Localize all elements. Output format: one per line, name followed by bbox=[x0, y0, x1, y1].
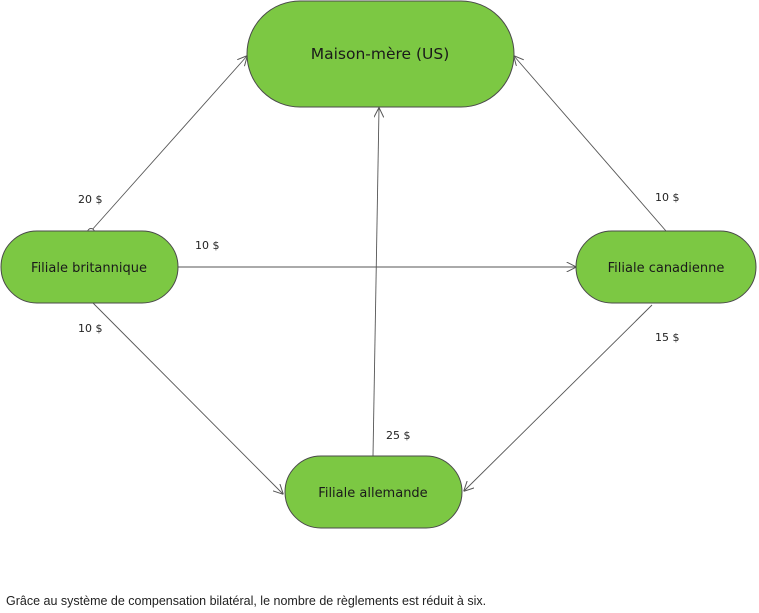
label-canada-to-germany: 15 $ bbox=[655, 331, 680, 344]
node-parent-label: Maison-mère (US) bbox=[311, 45, 450, 63]
node-germany: Filiale allemande bbox=[284, 455, 463, 529]
label-canada-to-parent: 10 $ bbox=[655, 191, 680, 204]
node-canada: Filiale canadienne bbox=[575, 230, 757, 304]
node-parent: Maison-mère (US) bbox=[246, 0, 515, 108]
label-uk-to-canada: 10 $ bbox=[195, 239, 220, 252]
edge-labels: 20 $ 10 $ 10 $ 10 $ 15 $ 25 $ bbox=[78, 191, 680, 442]
edge-germany-to-parent bbox=[372, 108, 379, 457]
node-canada-label: Filiale canadienne bbox=[608, 261, 725, 276]
edge-canada-to-germany bbox=[464, 304, 653, 491]
caption: Grâce au système de compensation bilatér… bbox=[6, 594, 487, 608]
node-uk-label: Filiale britannique bbox=[31, 261, 147, 276]
edge-canada-to-parent bbox=[514, 56, 667, 232]
edges bbox=[87, 56, 667, 494]
node-germany-label: Filiale allemande bbox=[318, 486, 427, 501]
label-germany-to-parent: 25 $ bbox=[386, 429, 411, 442]
node-uk: Filiale britannique bbox=[0, 230, 179, 304]
label-uk-to-parent: 20 $ bbox=[78, 193, 103, 206]
edge-uk-to-parent bbox=[90, 56, 247, 232]
edge-uk-to-germany bbox=[92, 302, 283, 494]
label-uk-to-germany: 10 $ bbox=[78, 322, 103, 335]
